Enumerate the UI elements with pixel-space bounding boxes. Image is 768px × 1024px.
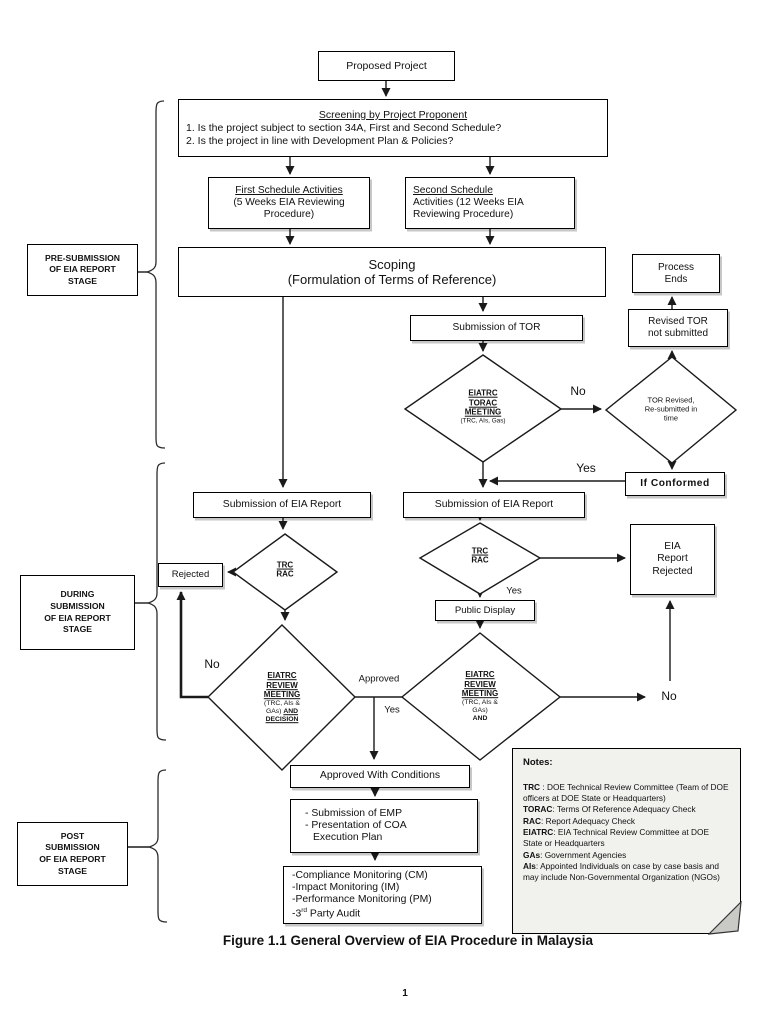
screening-title: Screening by Project Proponent xyxy=(318,108,468,121)
page-curl-icon xyxy=(707,900,742,935)
note-torac: TORAC: Terms Of Reference Adequacy Check xyxy=(523,804,696,815)
edge-label-yes-approved: Yes xyxy=(384,704,400,716)
node-proposed-project: Proposed Project xyxy=(318,51,455,81)
node-first-schedule: First Schedule Activities (5 Weeks EIA R… xyxy=(208,177,370,229)
decision-diamonds xyxy=(206,354,738,771)
decision-eiatrc-torac-meeting: EIATRC TORAC MEETING (TRC, AIs, Gas) xyxy=(460,388,506,425)
stage-label-pre-submission: PRE-SUBMISSION OF EIA REPORT STAGE xyxy=(27,244,138,296)
screening-question-2: 2. Is the project in line with Developme… xyxy=(186,134,454,147)
decision-trc-rac-right: TRC RAC xyxy=(471,546,489,565)
node-monitoring: -Compliance Monitoring (CM) -Impact Moni… xyxy=(283,866,482,924)
node-scoping: Scoping (Formulation of Terms of Referen… xyxy=(178,247,606,297)
note-gas: GAs: Government Agencies xyxy=(523,849,627,860)
flow-arrows xyxy=(176,81,677,861)
note-ais: AIs: Appointed Individuals on case by ca… xyxy=(523,860,720,883)
decision-eiatrc-review-meeting-left: EIATRC REVIEW MEETING (TRC, AIs & GAs) A… xyxy=(263,671,301,724)
node-revised-tor-not-submitted: Revised TOR not submitted xyxy=(628,309,728,347)
node-approved-with-conditions: Approved With Conditions xyxy=(290,765,470,788)
edge-label-yes-public-display: Yes xyxy=(506,585,522,597)
edge-label-no-review-right: No xyxy=(661,689,677,703)
node-screening: Screening by Project Proponent 1. Is the… xyxy=(178,99,608,157)
figure-caption: Figure 1.1 General Overview of EIA Proce… xyxy=(222,933,594,948)
node-rejected: Rejected xyxy=(158,563,223,587)
stage-label-post-submission: POST SUBMISSION OF EIA REPORT STAGE xyxy=(17,822,128,886)
node-submission-eia-report-left: Submission of EIA Report xyxy=(193,492,371,518)
notes-legend: Notes: TRC : DOE Technical Review Commit… xyxy=(512,748,742,935)
stage-label-during-submission: DURING SUBMISSION OF EIA REPORT STAGE xyxy=(20,575,135,650)
third-party-audit-line: -3rd Party Audit xyxy=(292,906,361,919)
node-submission-of-tor: Submission of TOR xyxy=(410,315,583,341)
notes-title: Notes: xyxy=(523,757,553,768)
edge-label-approved: Approved xyxy=(358,673,400,685)
screening-question-1: 1. Is the project subject to section 34A… xyxy=(186,122,502,135)
stage-braces xyxy=(128,100,168,923)
node-submission-eia-report-right: Submission of EIA Report xyxy=(403,492,585,518)
edge-label-yes-conformed: Yes xyxy=(576,461,596,475)
decision-eiatrc-review-meeting-right: EIATRC REVIEW MEETING (TRC, AIs & GAs) A… xyxy=(461,670,499,723)
node-public-display: Public Display xyxy=(435,600,535,621)
decision-tor-revised-in-time: TOR Revised, Re-submitted in time xyxy=(644,395,698,423)
edge-label-no-torac: No xyxy=(570,384,586,398)
node-second-schedule: Second Schedule Activities (12 Weeks EIA… xyxy=(405,177,575,229)
note-trc: TRC : DOE Technical Review Committee (Te… xyxy=(523,781,729,804)
node-eia-report-rejected: EIA Report Rejected xyxy=(630,524,715,595)
node-if-conformed: If Conformed xyxy=(625,472,725,496)
decision-trc-rac-left: TRC RAC xyxy=(276,560,294,579)
edge-label-no-review-left: No xyxy=(204,657,220,671)
node-emp-coa: - Submission of EMP - Presentation of CO… xyxy=(290,799,478,853)
node-process-ends: Process Ends xyxy=(632,254,720,293)
note-eiatrc: EIATRC: EIA Technical Review Committee a… xyxy=(523,827,709,849)
note-rac: RAC: Report Adequacy Check xyxy=(523,815,636,826)
page-number: 1 xyxy=(402,988,408,999)
